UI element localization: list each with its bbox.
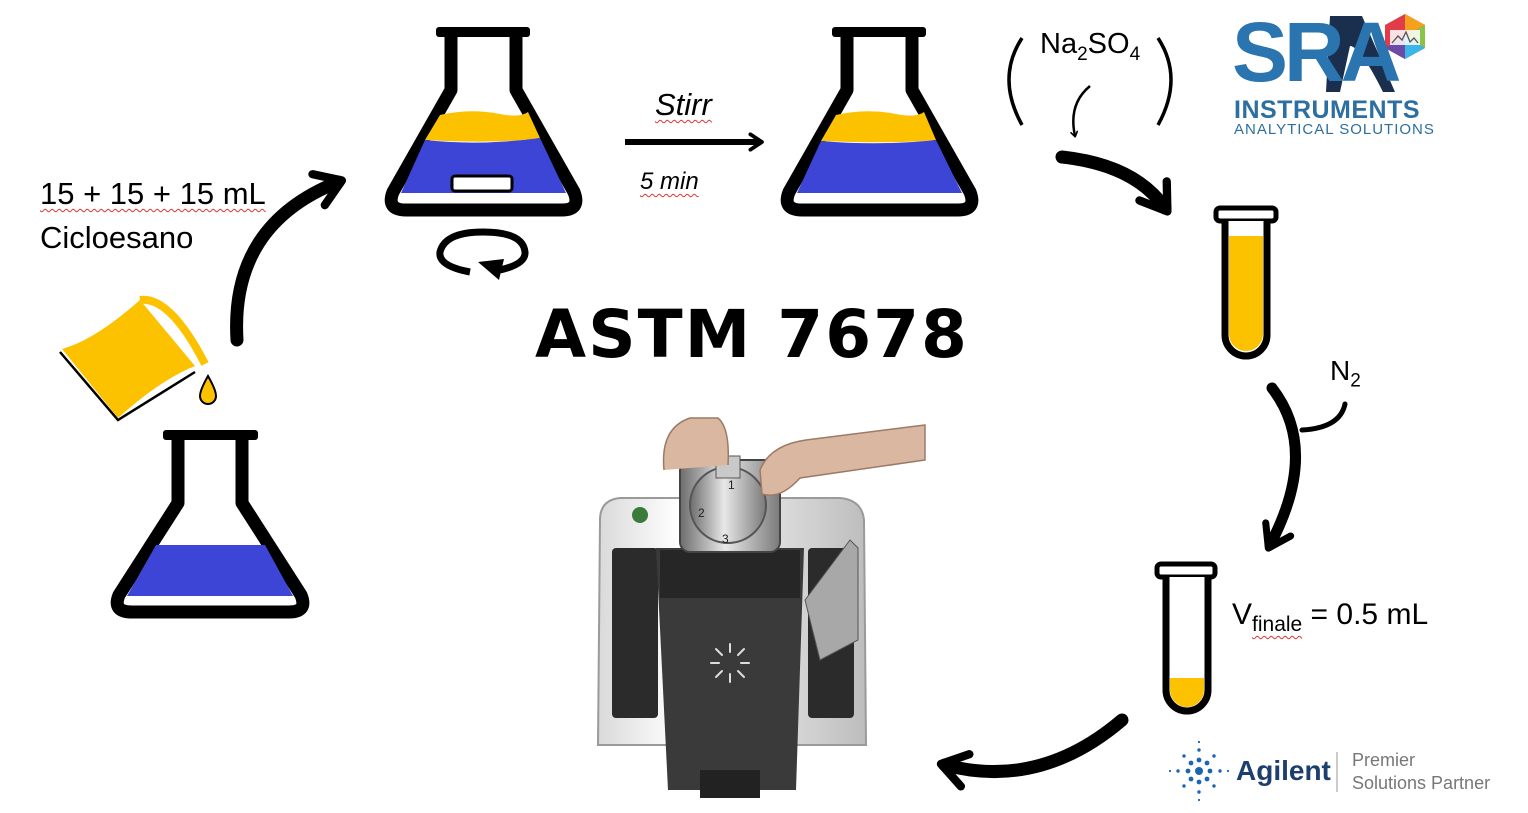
final-volume-label: Vfinale = 0.5 mL	[1232, 598, 1428, 637]
sra-line1: INSTRUMENTS	[1234, 96, 1421, 124]
dial-number-1: 1	[728, 478, 735, 492]
flask-cyclohexane-blue	[110, 430, 310, 619]
agilent-tag2: Solutions Partner	[1352, 773, 1491, 793]
arrow-add-solvent	[230, 170, 347, 347]
gas-formula: N2	[1330, 355, 1361, 393]
agilent-spark-icon	[1168, 740, 1230, 802]
arrow-dry	[1055, 150, 1172, 216]
test-tube-concentrated	[1154, 561, 1218, 715]
formula-so: SO	[1087, 28, 1130, 60]
final-sub: finale	[1252, 613, 1303, 636]
final-v: V	[1232, 598, 1253, 631]
page-title: ASTM 7678	[535, 296, 969, 373]
arrow-analyze	[936, 713, 1129, 791]
instrument-spectrometer	[585, 415, 926, 805]
rotation-arrow-icon	[436, 228, 529, 280]
final-rest: = 0.5 mL	[1302, 598, 1429, 631]
arrow-evaporate	[1262, 382, 1301, 552]
sra-wordmark: SRA	[1232, 4, 1401, 101]
flask-stirred	[384, 27, 583, 217]
gas-n: N	[1330, 355, 1351, 386]
test-tube-full	[1213, 205, 1279, 360]
stir-time-text: 5 min	[640, 168, 699, 195]
gas-inlet-line	[1299, 401, 1348, 433]
drying-agent-bracket	[1007, 37, 1173, 138]
solvent-volume-label: 15 + 15 + 15 mL	[40, 172, 266, 216]
sra-line2: ANALYTICAL SOLUTIONS	[1234, 121, 1435, 138]
formula-sub-2: 2	[1077, 43, 1088, 65]
dial-number-3: 3	[722, 532, 729, 546]
gas-sub-2: 2	[1350, 370, 1361, 392]
stir-text: Stirr	[655, 87, 712, 122]
solvent-name-label: Cicloesano	[40, 220, 194, 255]
sra-logo	[1326, 14, 1425, 92]
stir-time-label: 5 min	[640, 168, 699, 196]
dial-number-2: 2	[698, 506, 705, 520]
formula-sub-4: 4	[1129, 43, 1141, 65]
stir-label: Stirr	[655, 83, 712, 127]
drying-agent-formula: Na2SO4	[1040, 28, 1140, 66]
sra-wordmark-text: SRA	[1232, 5, 1401, 99]
flask-separated	[780, 27, 979, 217]
formula-na: Na	[1040, 28, 1078, 60]
agilent-tag1: Premier	[1352, 750, 1416, 770]
agilent-name: Agilent	[1236, 755, 1331, 786]
solvent-volume: 15 + 15 + 15 mL	[40, 176, 266, 211]
beaker-pouring-yellow	[59, 295, 218, 422]
